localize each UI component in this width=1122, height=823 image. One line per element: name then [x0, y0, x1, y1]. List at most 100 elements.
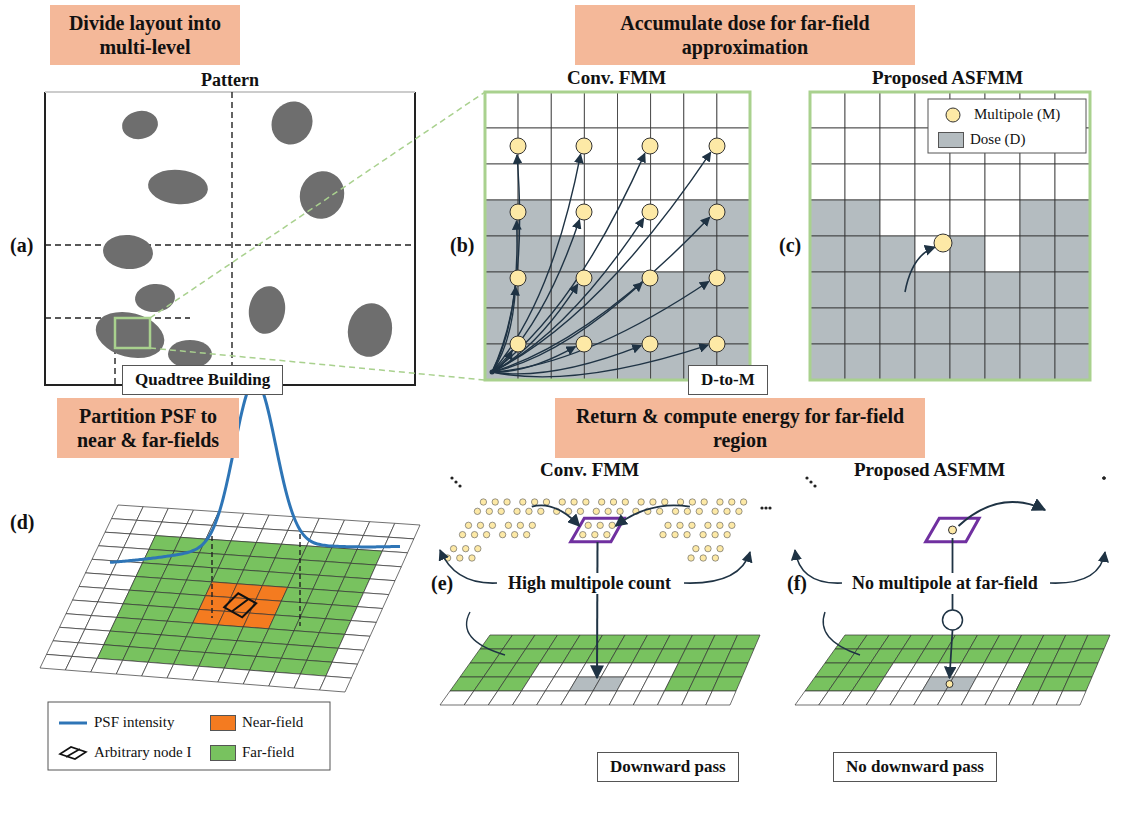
ellipsis-dot	[813, 484, 816, 487]
quadtree-split	[231, 92, 232, 385]
grid-cell	[880, 92, 915, 128]
grid-cell	[915, 344, 950, 380]
legend-sample	[58, 745, 88, 761]
multipole-dot	[450, 545, 456, 551]
panel-label: Pattern	[201, 70, 259, 91]
section-heading: Divide layout into multi-level	[50, 5, 240, 65]
wrap-curve	[467, 612, 505, 655]
grid-cell	[717, 164, 750, 200]
multipole-dot	[638, 499, 644, 505]
grid-cell	[915, 308, 950, 344]
grid-cell	[880, 272, 915, 308]
grid-cell	[880, 308, 915, 344]
multipole-dot	[724, 508, 730, 514]
multipole-circle	[510, 270, 526, 286]
no-downward-link	[950, 630, 953, 678]
panel-f	[795, 476, 1110, 705]
grid-cell	[584, 92, 617, 128]
multipole-dot	[471, 531, 477, 537]
multipole-dot	[583, 499, 589, 505]
legend-text: Multipole (M)	[974, 106, 1060, 123]
ellipsis-dot	[1102, 476, 1105, 479]
grid-cell	[985, 200, 1020, 236]
grid-cell	[731, 635, 760, 649]
callout-curve	[1050, 552, 1105, 583]
d-to-m-curve	[905, 247, 935, 292]
grid-cell	[518, 236, 551, 272]
m-to-l-curve	[616, 505, 690, 526]
grid-cell	[651, 236, 684, 272]
multipole-dot	[610, 499, 616, 505]
multipole-dot	[717, 522, 723, 528]
grid-cell	[1020, 344, 1055, 380]
step-label-box: D-to-M	[688, 365, 768, 395]
pattern-blob	[147, 167, 210, 206]
pattern-blob	[344, 300, 397, 361]
dose-source	[490, 370, 495, 375]
frame-top	[45, 91, 415, 93]
grid-cell	[810, 200, 845, 236]
grid-cell	[651, 164, 684, 200]
grid-cell	[725, 649, 754, 663]
multipole-dot	[511, 531, 517, 537]
grid-cell	[810, 308, 845, 344]
d-to-m-curve	[492, 281, 709, 372]
multipole-circle	[510, 336, 526, 352]
d-to-m-curve	[492, 152, 711, 372]
grid-cell	[717, 236, 750, 272]
grid-cell	[880, 236, 915, 272]
grid-cell	[915, 272, 950, 308]
grid-cell	[618, 92, 651, 128]
multipole-dot	[459, 531, 465, 537]
ellipsis-dot	[764, 506, 767, 509]
multipole-dot	[665, 522, 671, 528]
grid-cell	[1069, 663, 1098, 677]
multipole-dot	[740, 499, 746, 505]
multipole-dot	[609, 522, 615, 528]
grid-cell	[950, 344, 985, 380]
grid-cell	[485, 164, 518, 200]
multipole-dot	[705, 522, 711, 528]
panel-label: Proposed ASFMM	[854, 459, 1005, 481]
d-to-m-curve	[492, 220, 580, 372]
grid-cell	[684, 164, 717, 200]
node-symbol	[224, 593, 256, 617]
multipole-circle	[709, 204, 725, 220]
grid-cell	[1055, 308, 1090, 344]
ellipsis-dot	[1102, 476, 1105, 479]
multipole-dot	[517, 522, 523, 528]
panel-label: Conv. FMM	[540, 459, 639, 481]
multipole-dot	[499, 531, 505, 537]
grid-cell	[845, 164, 880, 200]
legend-text: Near-field	[242, 714, 303, 731]
node-text: Return & compute energy for far-field re…	[565, 404, 915, 452]
ellipsis-dot	[760, 506, 763, 509]
panel-e	[440, 476, 772, 705]
l-to-far-curve	[959, 502, 1046, 526]
legend-text: Far-field	[242, 744, 294, 761]
node-text: Downward pass	[610, 757, 726, 777]
multipole-dot	[543, 499, 549, 505]
ellipsis-dot	[805, 476, 808, 479]
grid-cell	[810, 236, 845, 272]
grid-cell	[915, 200, 950, 236]
grid-cell	[485, 236, 518, 272]
grid-cell	[985, 164, 1020, 200]
d-to-m-curve	[492, 283, 642, 372]
panel-letter: (a)	[10, 234, 33, 257]
section-heading: Partition PSF to near & far-fields	[57, 398, 239, 458]
grid-cell	[1075, 649, 1104, 663]
psf-sample	[59, 721, 87, 724]
multipole-dot	[672, 508, 678, 514]
multipole-dot	[465, 522, 471, 528]
grid-cell	[370, 565, 402, 581]
multipole-dot	[526, 508, 532, 514]
multipole-dot	[523, 531, 529, 537]
grid-cell	[1020, 164, 1055, 200]
grid-cell	[950, 164, 985, 200]
multipole-dot	[712, 531, 718, 537]
legend-sample	[938, 107, 968, 123]
node-text: Accumulate dose for far-field approximat…	[585, 11, 905, 59]
grid-cell	[810, 344, 845, 380]
